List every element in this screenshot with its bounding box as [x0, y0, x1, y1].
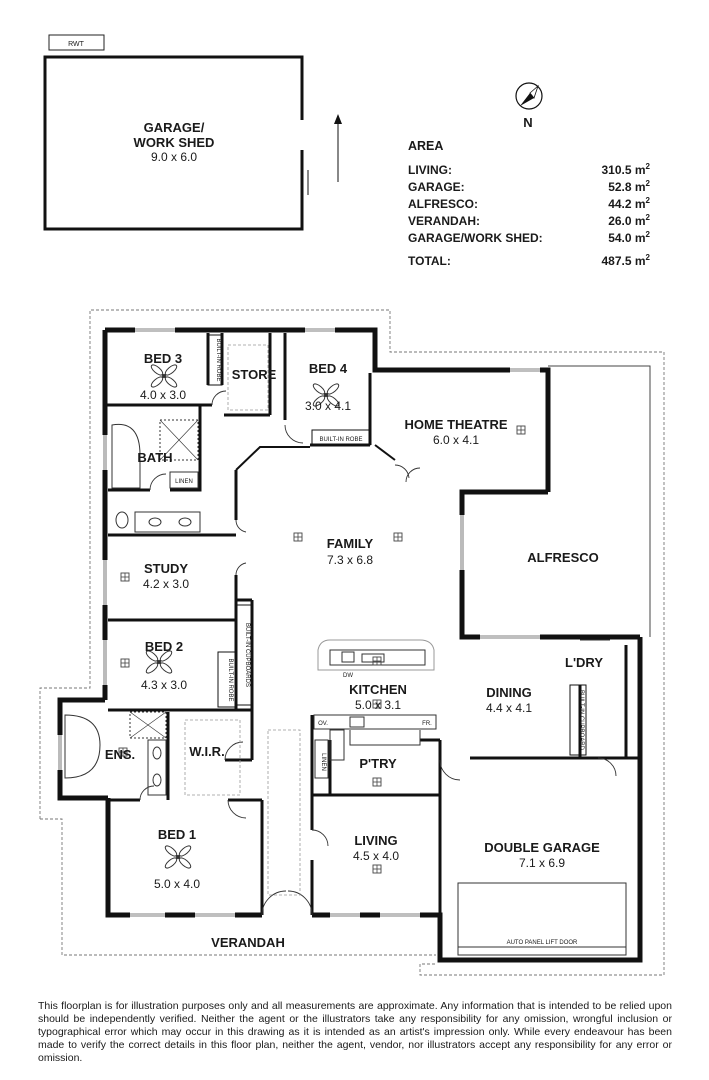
room-bath-name: BATH — [137, 450, 172, 465]
legend-box — [48, 34, 105, 51]
room-bed4-dims: 3.0 x 4.1 — [305, 399, 351, 413]
hallway-walls — [235, 444, 396, 471]
built-in-cupboard-laundry-label: BUILT-IN CUPBOARD — [578, 690, 584, 751]
area-label: ALFRESCO: — [408, 197, 478, 211]
room-family-dims: 7.3 x 6.8 — [327, 553, 373, 567]
verandah-boundary — [39, 309, 665, 976]
area-label: GARAGE/WORK SHED: — [408, 231, 543, 245]
area-value: 54.0 m2 — [608, 230, 650, 246]
room-study-dims: 4.2 x 3.0 — [143, 577, 189, 591]
room-bed1-name: BED 1 — [158, 827, 196, 842]
windows — [57, 327, 540, 918]
room-bed2-dims: 4.3 x 3.0 — [141, 678, 187, 692]
room-alfresco-name: ALFRESCO — [527, 550, 599, 565]
room-bed3-dims: 4.0 x 3.0 — [140, 388, 186, 402]
ov-label: OV. — [318, 721, 328, 727]
room-bed4-name: BED 4 — [309, 361, 348, 376]
area-value: 26.0 m2 — [608, 213, 650, 229]
room-kitchen-name: KITCHEN — [349, 682, 407, 697]
light-icon — [120, 572, 130, 582]
disclaimer-text: This floorplan is for illustration purpo… — [38, 1000, 672, 1064]
area-value: 52.8 m2 — [608, 179, 650, 195]
area-row-total: TOTAL: 487.5 m2 — [408, 253, 650, 270]
dw-label: DW — [343, 673, 353, 679]
room-dining-name: DINING — [486, 685, 532, 700]
room-laundry-name: L'DRY — [565, 655, 603, 670]
alfresco-outline — [548, 365, 651, 637]
room-ensuite-name: ENS. — [105, 747, 135, 762]
area-row-alfresco: ALFRESCO: 44.2 m2 — [408, 196, 650, 213]
compass-icon: N — [515, 82, 543, 130]
area-value: 44.2 m2 — [608, 196, 650, 212]
area-total-label: TOTAL: — [408, 254, 451, 268]
room-pantry-name: P'TRY — [359, 756, 397, 771]
room-living-dims: 4.5 x 4.0 — [353, 849, 399, 863]
room-kitchen-dims: 5.0 x 3.1 — [355, 698, 401, 712]
garage-door — [457, 882, 627, 956]
built-in-cupboards-label: BUILT-IN CUPBOARDS — [244, 623, 250, 687]
area-title: AREA — [408, 139, 444, 153]
room-double-garage-dims: 7.1 x 6.9 — [519, 856, 565, 870]
garage-work-shed: GARAGE/ WORK SHED 9.0 x 6.0 — [43, 55, 309, 231]
built-in-robe-bed4-label: BUILT-IN ROBE — [320, 437, 363, 443]
area-total-value: 487.5 m2 — [601, 253, 651, 269]
bath-fixtures — [64, 419, 201, 796]
area-row-work-shed: GARAGE/WORK SHED: 54.0 m2 — [408, 230, 650, 247]
garage-door-label: AUTO PANEL LIFT DOOR — [507, 940, 578, 946]
room-living-name: LIVING — [354, 833, 397, 848]
area-row-garage: GARAGE: 52.8 m2 — [408, 179, 650, 196]
north-arrow-line — [334, 114, 342, 182]
light-icon — [120, 658, 130, 668]
area-label: VERANDAH: — [408, 214, 480, 228]
light-icon — [393, 532, 403, 542]
shed-dims: 9.0 x 6.0 — [151, 150, 197, 164]
room-bed2-name: BED 2 — [145, 639, 183, 654]
built-in-robe-bed3-label: BUILT-IN ROBE — [215, 339, 221, 382]
fr-label: FR. — [422, 721, 432, 727]
light-icon — [372, 656, 382, 666]
doors — [139, 390, 617, 916]
shed-label-line1: GARAGE/ — [144, 120, 205, 135]
room-bed3-name: BED 3 — [144, 351, 182, 366]
room-store-name: STORE — [232, 367, 277, 382]
room-family-name: FAMILY — [327, 536, 374, 551]
exterior-walls — [57, 327, 643, 963]
room-home-theatre-name: HOME THEATRE — [404, 417, 507, 432]
kitchen-fixtures — [313, 639, 437, 779]
linen-pantry-label: LINEN — [320, 753, 326, 771]
room-double-garage-name: DOUBLE GARAGE — [484, 840, 600, 855]
area-label: LIVING: — [408, 163, 452, 177]
built-in-robe-bed2-label: BUILT-IN ROBE — [227, 659, 233, 702]
compass-letter: N — [523, 115, 532, 130]
light-icon — [372, 864, 382, 874]
fan-icon — [149, 362, 179, 390]
linen-bath-label: LINEN — [175, 479, 193, 485]
area-row-living: LIVING: 310.5 m2 — [408, 162, 650, 179]
room-wir-name: W.I.R. — [189, 744, 224, 759]
room-home-theatre-dims: 6.0 x 4.1 — [433, 433, 479, 447]
legend-box-label: RWT — [68, 41, 85, 48]
room-bed1-dims: 5.0 x 4.0 — [154, 877, 200, 891]
area-table: AREA LIVING: 310.5 m2 GARAGE: 52.8 m2 AL… — [408, 139, 650, 270]
area-label: GARAGE: — [408, 180, 465, 194]
fan-icon — [163, 843, 193, 871]
light-icon — [516, 425, 526, 435]
room-verandah-name: VERANDAH — [211, 935, 285, 950]
light-icon — [293, 532, 303, 542]
area-row-verandah: VERANDAH: 26.0 m2 — [408, 213, 650, 230]
room-study-name: STUDY — [144, 561, 188, 576]
area-value: 310.5 m2 — [601, 162, 651, 178]
light-icon — [372, 777, 382, 787]
shed-label-line2: WORK SHED — [134, 135, 215, 150]
room-dining-dims: 4.4 x 4.1 — [486, 701, 532, 715]
